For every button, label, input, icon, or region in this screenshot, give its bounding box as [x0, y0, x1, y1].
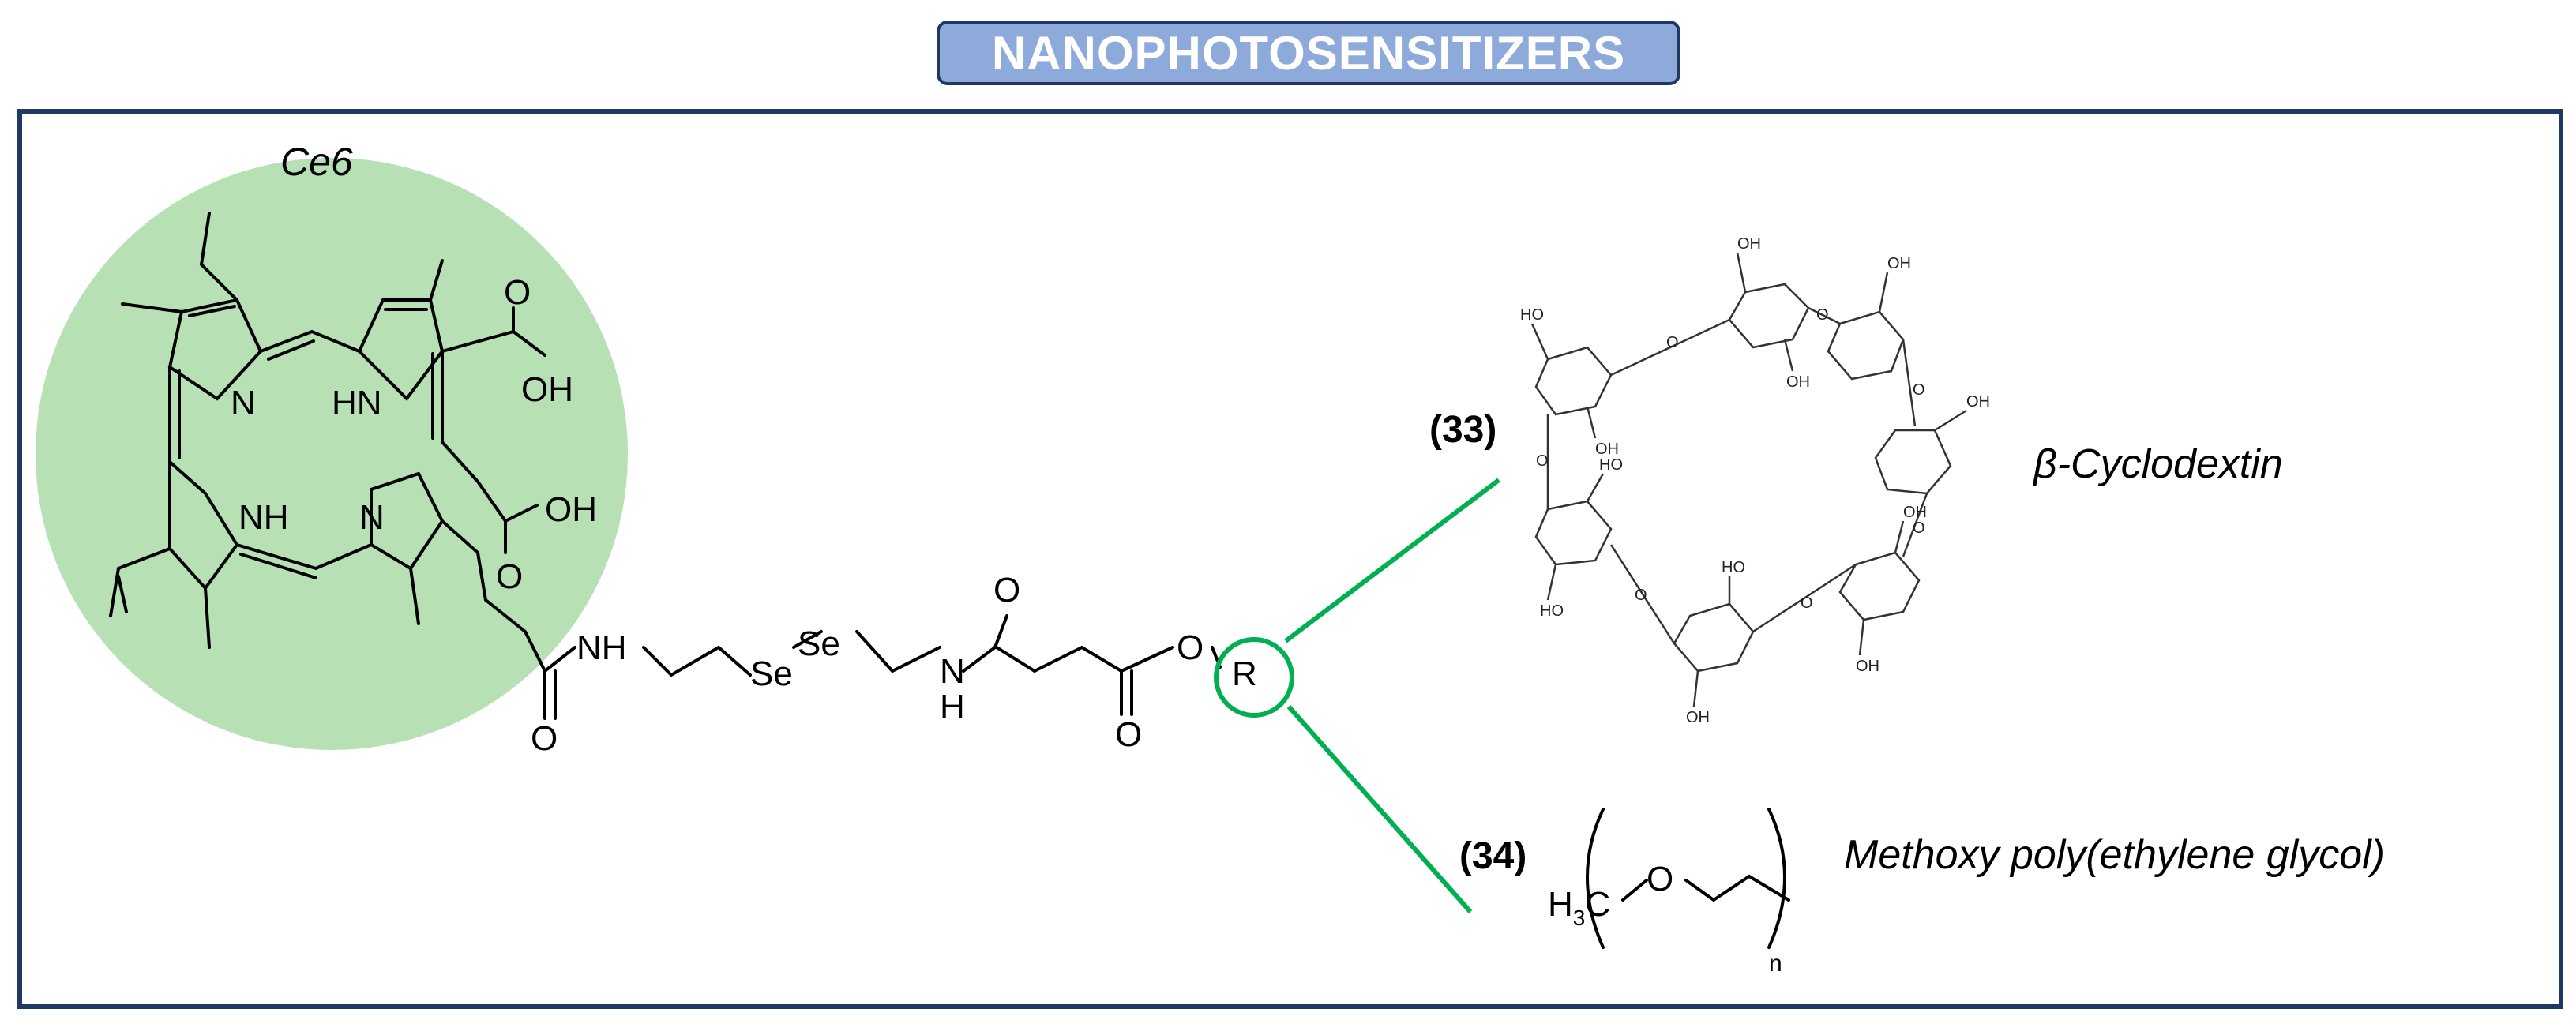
ce6-atom-oh-acid2: OH — [545, 490, 597, 529]
cd-oh-7: OH — [1686, 709, 1710, 726]
cyclodextrin-labels: OH OH OH OH OH OH OH HO HO HO HO OH O O … — [1520, 235, 1990, 726]
cd-oh-3: OH — [1887, 255, 1911, 272]
cd-oh-1: OH — [1737, 235, 1761, 253]
cd-o-6: O — [1536, 452, 1549, 470]
cd-oh-8: OH — [1595, 441, 1619, 458]
linker-o-ester: O — [1177, 628, 1204, 667]
ce6-atom-hn-top: HN — [332, 384, 382, 422]
cd-ho-4: HO — [1520, 306, 1544, 324]
linker-o-ester-bottom: O — [1115, 715, 1142, 754]
cd-o-1: O — [1816, 306, 1829, 324]
connector-to-33 — [1284, 478, 1500, 643]
cd-oh-4: OH — [1966, 393, 1990, 411]
cd-ho-3: HO — [1599, 456, 1623, 474]
cd-oh-2: OH — [1786, 373, 1810, 391]
ce6-atom-n-bottom: N — [359, 498, 385, 537]
compound-33-number: (33) — [1429, 409, 1496, 451]
ce6-atom-nh-bottom: NH — [238, 498, 289, 537]
linker-nh1: NH — [576, 628, 627, 667]
page-title: NANOPHOTOSENSITIZERS — [991, 26, 1626, 80]
linker-o-keto: O — [993, 571, 1020, 609]
ce6-atom-n-left: N — [231, 384, 256, 422]
linker-bonds — [543, 614, 1222, 716]
cd-ho-2: HO — [1540, 602, 1564, 620]
compound-33-name: β-Cyclodextin — [2032, 441, 2283, 487]
ce6-label: Ce6 — [280, 140, 353, 184]
cd-ho-1: HO — [1722, 559, 1745, 576]
linker-o-amide1: O — [531, 719, 558, 758]
r-group-circle — [1214, 637, 1294, 718]
title-box: NANOPHOTOSENSITIZERS — [937, 21, 1680, 85]
ce6-atom-o-acid1: O — [504, 273, 531, 312]
cd-o-2: O — [1913, 381, 1925, 399]
cd-o-4: O — [1801, 594, 1813, 612]
mpeg-o: O — [1647, 860, 1673, 898]
mpeg-n: n — [1769, 951, 1782, 977]
connector-to-34 — [1286, 705, 1473, 913]
linker-amide-n: N — [940, 652, 965, 691]
compound-34-name: Methoxy poly(ethylene glycol) — [1844, 832, 2385, 878]
linker-se2: Se — [798, 624, 840, 663]
mpeg-structure — [1586, 808, 1790, 949]
ce6-highlight-circle — [36, 158, 628, 750]
ce6-atom-o-acid2: O — [496, 557, 523, 596]
linker-se1: Se — [750, 654, 793, 693]
cd-o-7: O — [1666, 334, 1679, 351]
linker-r-group: R — [1232, 654, 1257, 693]
cd-oh-5: OH — [1903, 504, 1927, 521]
linker-amide-h: H — [940, 688, 965, 726]
cd-o-5: O — [1635, 587, 1647, 604]
ce6-structure — [109, 212, 557, 720]
ce6-atom-oh-acid1: OH — [521, 370, 573, 409]
figure-frame — [17, 109, 2563, 1009]
cyclodextrin-structure — [1530, 252, 1967, 707]
cd-o-3: O — [1913, 519, 1925, 537]
cd-oh-6: OH — [1856, 658, 1879, 675]
mpeg-h: H3C — [1548, 885, 1610, 930]
compound-34-number: (34) — [1459, 835, 1526, 877]
